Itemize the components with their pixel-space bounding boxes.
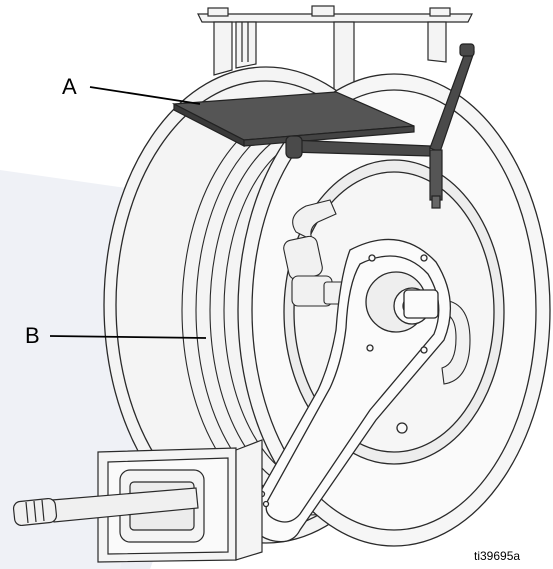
callout-a-label: A (62, 74, 77, 99)
leader-line-a (89, 86, 201, 105)
callout-b-label: B (25, 323, 40, 348)
outgoing-hose (12, 487, 199, 527)
figure-id-label: ti39695a (474, 549, 521, 563)
crank-arm (248, 238, 452, 543)
leader-line-b (49, 335, 207, 339)
t-handle (285, 43, 475, 209)
swivel-hub (283, 199, 471, 385)
